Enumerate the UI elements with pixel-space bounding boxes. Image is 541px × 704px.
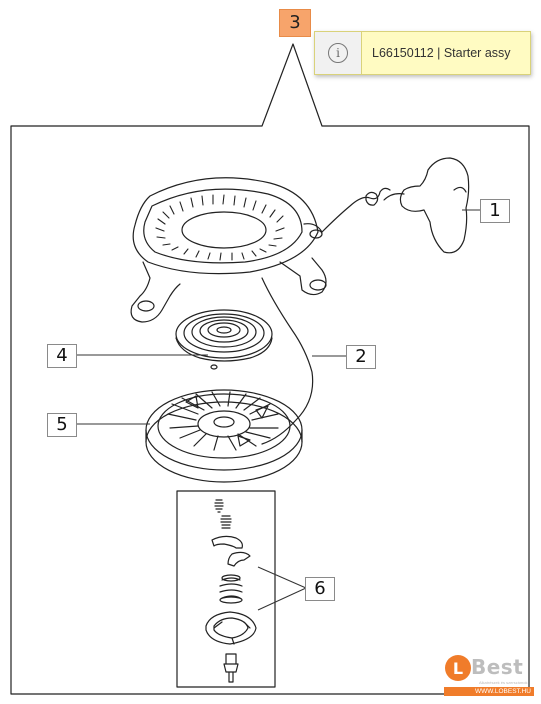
leader-6 (257, 566, 307, 611)
callout-part-6[interactable]: 6 (305, 577, 335, 601)
callout-part-2[interactable]: 2 (346, 345, 376, 369)
logo-word: Best (471, 655, 524, 679)
starter-pulley (145, 389, 303, 483)
svg-text:L: L (453, 659, 463, 678)
info-icon: i (315, 32, 362, 74)
logo-subtitle: Alkatrészek és szerszámok (479, 680, 528, 685)
logo-url: WWW.LOBEST.HU (444, 687, 534, 696)
logo-mark-icon: L (445, 655, 471, 681)
ratchet-kit (176, 490, 276, 688)
assembly-number-badge[interactable]: 3 (279, 9, 311, 37)
starter-handle (321, 157, 470, 254)
callout-part-1[interactable]: 1 (480, 199, 510, 223)
callout-part-5[interactable]: 5 (47, 413, 77, 437)
part-tooltip: i L66150112 | Starter assy (314, 31, 531, 75)
starter-housing (130, 177, 327, 323)
callout-part-4[interactable]: 4 (47, 344, 77, 368)
lobest-logo: L Best Alkatrészek és szerszámok WWW.LOB… (441, 651, 537, 701)
starter-rope (261, 277, 314, 445)
tooltip-text: L66150112 | Starter assy (372, 46, 511, 60)
assembly-frame (10, 43, 530, 695)
recoil-spring (175, 309, 273, 370)
